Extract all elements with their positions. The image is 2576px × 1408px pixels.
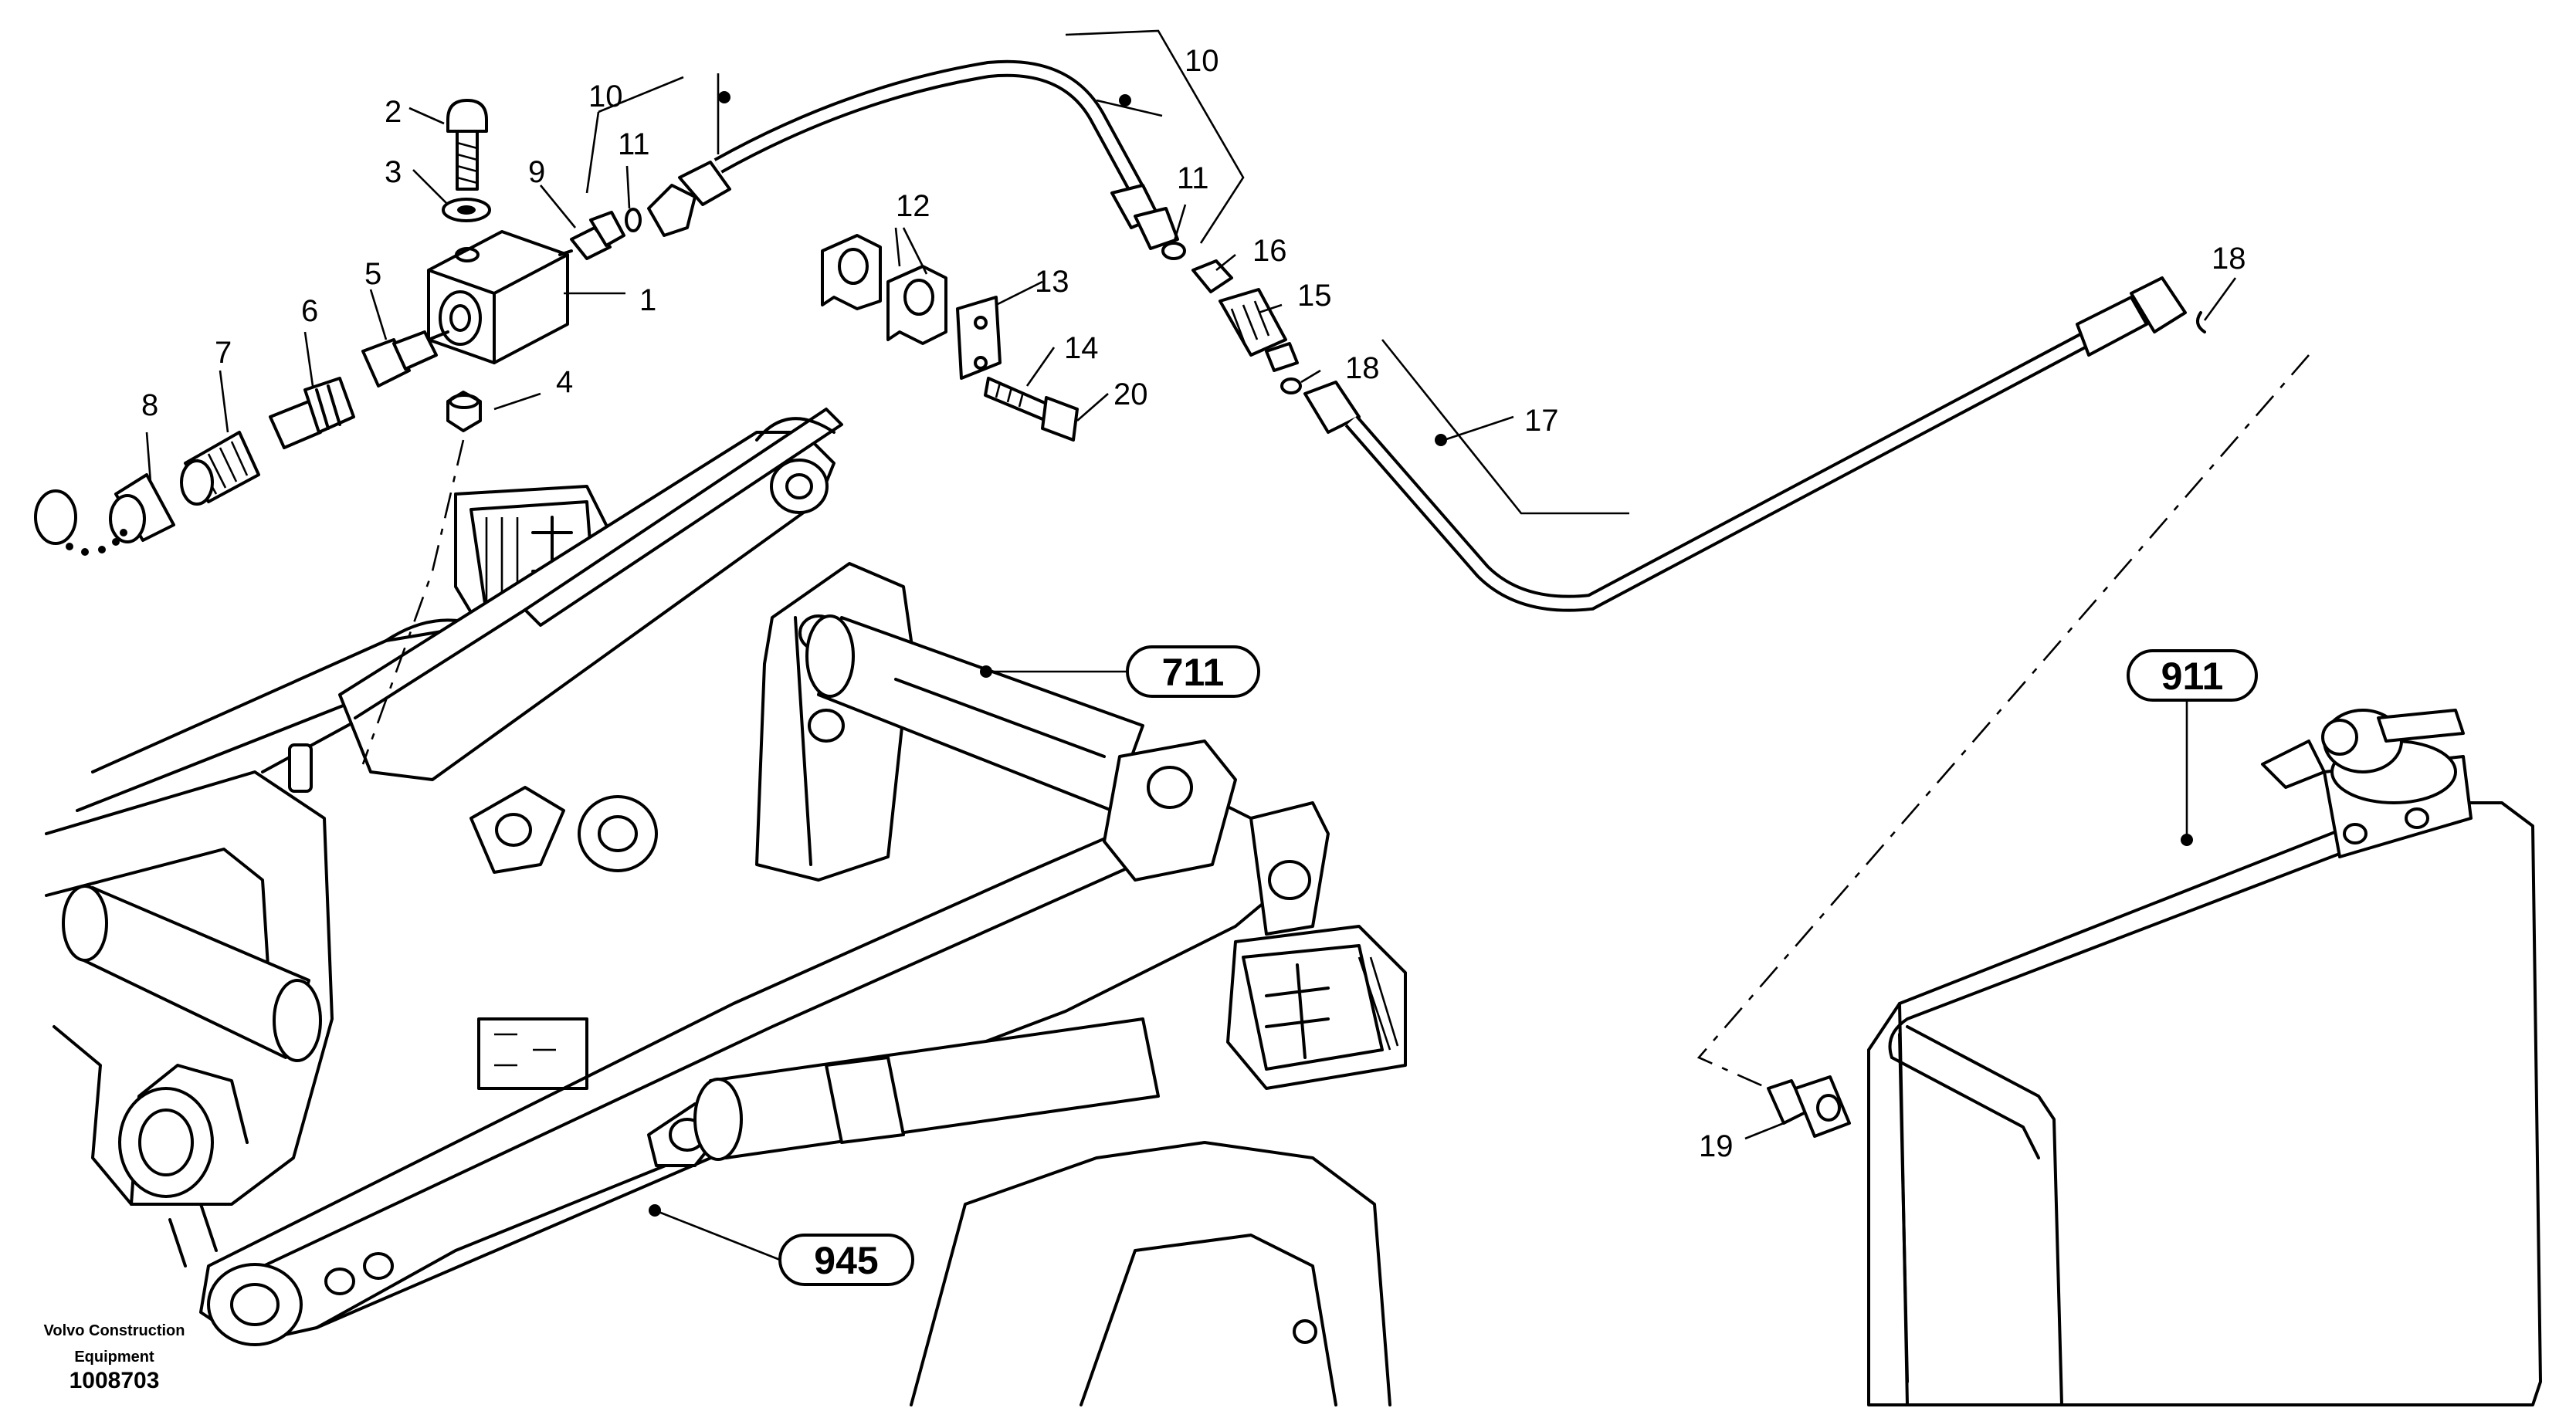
callout-6: 6 bbox=[301, 294, 318, 328]
fuel-tank-drawing bbox=[1867, 709, 2542, 1406]
callout-12: 12 bbox=[896, 189, 930, 223]
document-number: 1008703 bbox=[69, 1368, 160, 1393]
company-name-line2: Equipment bbox=[74, 1349, 154, 1366]
clamp-assembly bbox=[821, 234, 1079, 442]
callout-15: 15 bbox=[1297, 279, 1332, 313]
callout-13: 13 bbox=[1035, 265, 1069, 299]
callout-16: 16 bbox=[1252, 234, 1287, 268]
leader-lines bbox=[145, 29, 2310, 1261]
callout-11-left: 11 bbox=[618, 127, 650, 161]
reference-711-label: 711 bbox=[1162, 651, 1225, 694]
reference-911[interactable]: 911 bbox=[2127, 649, 2258, 702]
reference-945[interactable]: 945 bbox=[778, 1234, 914, 1286]
callout-labels: 1 2 3 4 5 6 7 8 9 10 10 11 11 12 13 14 1… bbox=[141, 44, 2246, 1163]
footer-credit: Volvo Construction Equipment 1008703 bbox=[44, 1322, 185, 1393]
callout-17: 17 bbox=[1524, 404, 1559, 438]
callout-7: 7 bbox=[215, 336, 232, 370]
reference-945-label: 945 bbox=[814, 1239, 878, 1282]
callout-20: 20 bbox=[1113, 377, 1148, 411]
callout-14: 14 bbox=[1064, 331, 1099, 365]
reference-711[interactable]: 711 bbox=[1126, 645, 1260, 698]
callout-9: 9 bbox=[528, 155, 545, 189]
company-name-line1: Volvo Construction bbox=[44, 1322, 185, 1339]
callout-5: 5 bbox=[364, 257, 381, 291]
tank-fitting-19 bbox=[1767, 1075, 1851, 1138]
callout-18-right: 18 bbox=[2212, 242, 2246, 276]
callout-10-right: 10 bbox=[1185, 44, 1219, 78]
reference-911-label: 911 bbox=[2161, 655, 2224, 698]
callout-18-left: 18 bbox=[1345, 351, 1380, 385]
callout-8: 8 bbox=[141, 388, 158, 422]
callout-3: 3 bbox=[385, 155, 402, 189]
hose-assembly bbox=[647, 59, 2206, 612]
callout-10-left: 10 bbox=[588, 80, 623, 113]
callout-19: 19 bbox=[1699, 1129, 1734, 1163]
coupling-block-assembly bbox=[34, 99, 642, 556]
loader-frame-drawing bbox=[45, 408, 1407, 1406]
callout-4: 4 bbox=[556, 365, 573, 399]
callout-11-right: 11 bbox=[1177, 161, 1209, 195]
callout-1: 1 bbox=[639, 283, 656, 317]
callout-2: 2 bbox=[385, 95, 402, 129]
